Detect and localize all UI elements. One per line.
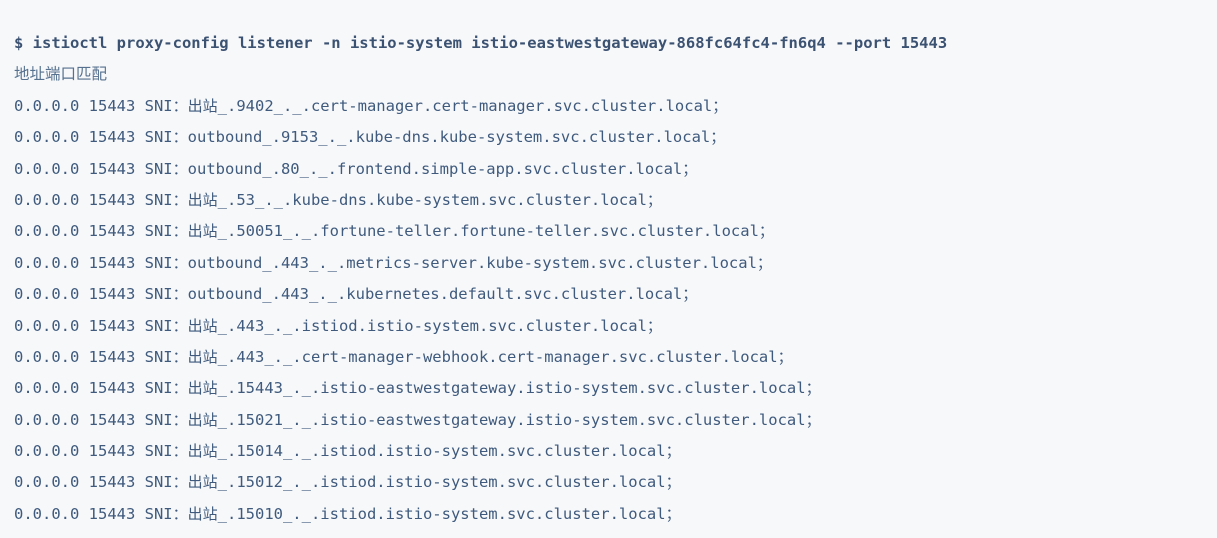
listener-row: 0.0.0.0 15443 SNI：出站_.9402_._.cert-manag… — [14, 91, 1217, 122]
cjk-fragment: ：出站 — [172, 379, 218, 398]
listener-row: 0.0.0.0 15443 SNI：出站_.15014_._.istiod.is… — [14, 436, 1217, 467]
ascii-fragment: outbound_.443_._.metrics-server.kube-sys… — [187, 253, 757, 272]
ascii-fragment: 0.0.0.0 15443 SNI — [14, 222, 173, 241]
cjk-fragment: ：出站 — [172, 473, 218, 492]
cjk-fragment: ：出站 — [172, 96, 218, 115]
listener-row: 0.0.0.0 15443 SNI：outbound_.443_._.kuber… — [14, 279, 1217, 310]
ascii-fragment: 0.0.0.0 15443 SNI — [14, 253, 173, 272]
ascii-fragment: _.15014_._.istiod.istio-system.svc.clust… — [217, 442, 666, 461]
cjk-fragment: ： — [172, 128, 188, 147]
listener-row: 0.0.0.0 15443 SNI：出站_.15010_._.istiod.is… — [14, 499, 1217, 530]
cjk-fragment: ： — [172, 285, 188, 304]
cjk-fragment: ：出站 — [172, 410, 218, 429]
ascii-fragment: _.9402_._.cert-manager.cert-manager.svc.… — [217, 96, 713, 115]
ascii-fragment: 0.0.0.0 15443 SNI — [14, 347, 173, 366]
ascii-fragment: 0.0.0.0 15443 SNI — [14, 410, 173, 429]
listener-row: 0.0.0.0 15443 SNI：出站_.15021_._.istio-eas… — [14, 405, 1217, 436]
cjk-fragment: ； — [712, 96, 728, 115]
ascii-fragment: 0.0.0.0 15443 SNI — [14, 190, 173, 209]
listener-row: 0.0.0.0 15443 SNI：出站_.443_._.istiod.isti… — [14, 311, 1217, 342]
cjk-fragment: ； — [710, 128, 726, 147]
ascii-fragment: _.15012_._.istiod.istio-system.svc.clust… — [217, 473, 666, 492]
ascii-fragment: outbound_.443_._.kubernetes.default.svc.… — [187, 285, 683, 304]
cjk-fragment: ； — [805, 410, 821, 429]
ascii-fragment: 0.0.0.0 15443 SNI — [14, 504, 173, 523]
ascii-fragment: 0.0.0.0 15443 SNI — [14, 285, 173, 304]
listener-row: 0.0.0.0 15443 SNI：outbound_.80_._.fronte… — [14, 154, 1217, 185]
listener-rows: 0.0.0.0 15443 SNI：出站_.9402_._.cert-manag… — [14, 91, 1217, 530]
ascii-fragment: _.15010_._.istiod.istio-system.svc.clust… — [217, 504, 666, 523]
cjk-fragment: ； — [646, 190, 662, 209]
cjk-fragment: ； — [665, 473, 681, 492]
listener-row: 0.0.0.0 15443 SNI：出站_.15012_._.istiod.is… — [14, 467, 1217, 498]
cjk-fragment: ：出站 — [172, 442, 218, 461]
cjk-fragment: ； — [665, 504, 681, 523]
ascii-fragment: 0.0.0.0 15443 SNI — [14, 379, 173, 398]
listener-row: 0.0.0.0 15443 SNI：出站_.53_._.kube-dns.kub… — [14, 185, 1217, 216]
table-header-row: 地址端口匹配 — [14, 65, 108, 84]
cjk-fragment: ； — [682, 285, 698, 304]
listener-row: 0.0.0.0 15443 SNI：outbound_.443_._.metri… — [14, 248, 1217, 279]
ascii-fragment: _.15021_._.istio-eastwestgateway.istio-s… — [217, 410, 806, 429]
cjk-fragment: ：出站 — [172, 190, 218, 209]
listener-row: 0.0.0.0 15443 SNI：出站_.15443_._.istio-eas… — [14, 373, 1217, 404]
ascii-fragment: outbound_.80_._.frontend.simple-app.svc.… — [187, 159, 683, 178]
ascii-fragment: 0.0.0.0 15443 SNI — [14, 473, 173, 492]
cjk-fragment: ； — [756, 253, 772, 272]
ascii-fragment: 0.0.0.0 15443 SNI — [14, 316, 173, 335]
cjk-fragment: ； — [805, 379, 821, 398]
cjk-fragment: ： — [172, 253, 188, 272]
cjk-fragment: ：出站 — [172, 222, 218, 241]
listener-row: 0.0.0.0 15443 SNI：outbound_.9153_._.kube… — [14, 122, 1217, 153]
ascii-fragment: 0.0.0.0 15443 SNI — [14, 442, 173, 461]
cjk-fragment: ：出站 — [172, 316, 218, 335]
ascii-fragment: _.50051_._.fortune-teller.fortune-teller… — [217, 222, 759, 241]
listener-row: 0.0.0.0 15443 SNI：出站_.443_._.cert-manage… — [14, 342, 1217, 373]
ascii-fragment: 0.0.0.0 15443 SNI — [14, 96, 173, 115]
cjk-fragment: ； — [682, 159, 698, 178]
ascii-fragment: 0.0.0.0 15443 SNI — [14, 159, 173, 178]
cjk-fragment: ； — [758, 222, 774, 241]
ascii-fragment: 0.0.0.0 15443 SNI — [14, 128, 173, 147]
cjk-fragment: ； — [646, 316, 662, 335]
cjk-fragment: ； — [665, 442, 681, 461]
ascii-fragment: _.443_._.istiod.istio-system.svc.cluster… — [217, 316, 647, 335]
listener-row: 0.0.0.0 15443 SNI：出站_.50051_._.fortune-t… — [14, 216, 1217, 247]
ascii-fragment: _.15443_._.istio-eastwestgateway.istio-s… — [217, 379, 806, 398]
ascii-fragment: _.53_._.kube-dns.kube-system.svc.cluster… — [217, 190, 647, 209]
cjk-fragment: ； — [777, 347, 793, 366]
cjk-fragment: ：出站 — [172, 504, 218, 523]
ascii-fragment: _.443_._.cert-manager-webhook.cert-manag… — [217, 347, 778, 366]
cjk-fragment: ： — [172, 159, 188, 178]
terminal-command-line: $ istioctl proxy-config listener -n isti… — [14, 34, 948, 52]
cjk-fragment: ：出站 — [172, 347, 218, 366]
ascii-fragment: outbound_.9153_._.kube-dns.kube-system.s… — [187, 128, 711, 147]
